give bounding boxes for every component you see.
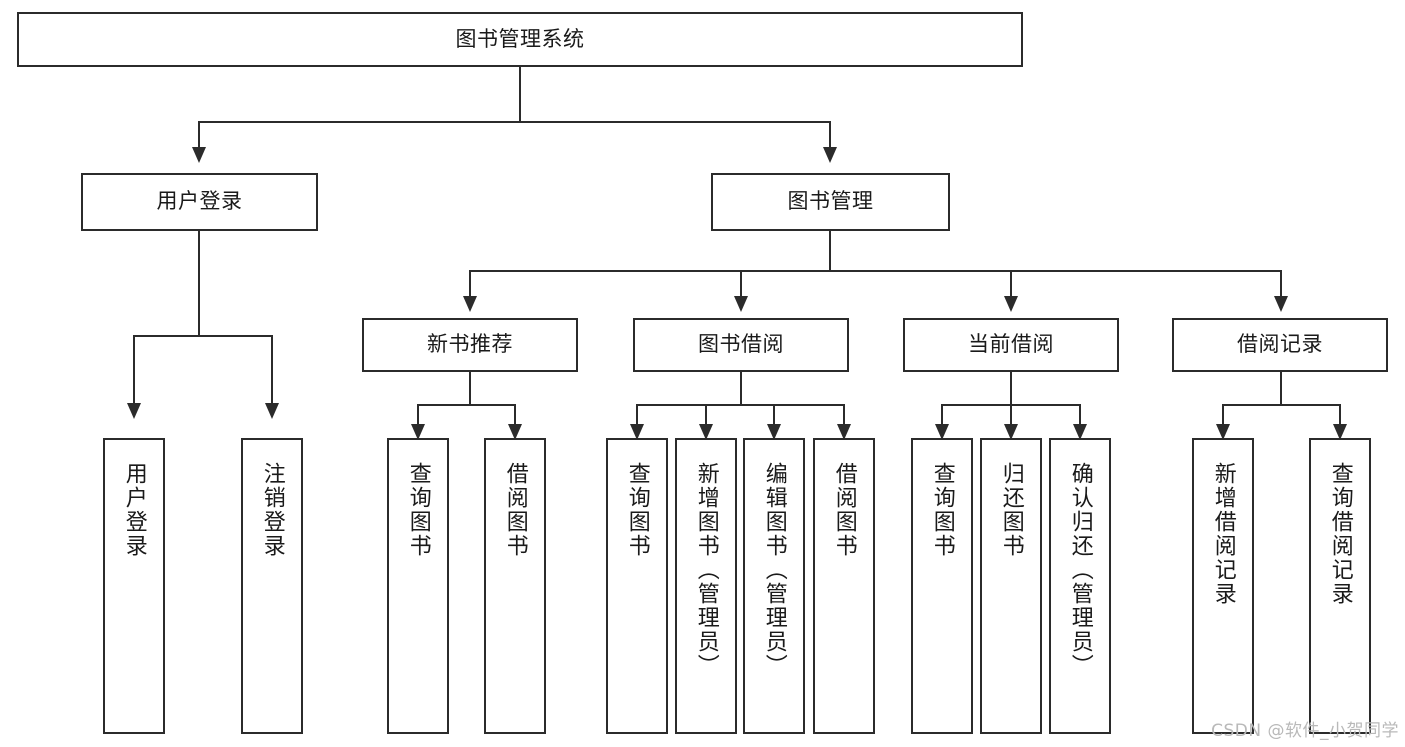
connector-borrow-record-to-leaf-2 (1339, 404, 1341, 424)
arrow-borrow-record-to-leaf-1 (1216, 424, 1230, 440)
arrow-book-borrow-to-leaf-1 (630, 424, 644, 440)
connector-root-to-user-login (198, 121, 200, 147)
connector-root-bar (198, 121, 830, 123)
connector-book-manage-stem (829, 231, 831, 270)
arrow-book-manage-to-borrow-record (1274, 296, 1288, 312)
node-label: 用户登录 (156, 189, 243, 214)
arrow-borrow-record-to-leaf-2 (1333, 424, 1347, 440)
node-label: 图书借阅 (698, 332, 784, 357)
leaf-borrow-book-1[interactable]: 借阅图书 (484, 438, 546, 734)
connector-new-book-to-leaf-2 (514, 404, 516, 424)
connector-current-borrow-to-leaf-1 (941, 404, 943, 424)
node-label: 借阅图书 (502, 462, 528, 558)
arrow-current-borrow-to-leaf-2 (1004, 424, 1018, 440)
leaf-query-book-2[interactable]: 查询图书 (606, 438, 668, 734)
connector-book-manage-to-borrow-record (1280, 270, 1282, 296)
connector-book-borrow-to-leaf-1 (636, 404, 638, 424)
connector-user-login-to-leaf-2 (271, 335, 273, 403)
arrow-book-borrow-to-leaf-3 (767, 424, 781, 440)
connector-book-manage-to-current-borrow (1010, 270, 1012, 296)
leaf-query-book-1[interactable]: 查询图书 (387, 438, 449, 734)
node-label: 用户登录 (121, 462, 147, 558)
connector-book-borrow-stem (740, 372, 742, 404)
node-label: 借阅记录 (1237, 332, 1323, 357)
connector-current-borrow-stem (1010, 372, 1012, 404)
watermark-text: CSDN @软件_小贺同学 (1211, 721, 1399, 741)
node-label: 查询图书 (624, 462, 650, 558)
connector-book-borrow-to-leaf-3 (773, 404, 775, 424)
leaf-borrow-book-2[interactable]: 借阅图书 (813, 438, 875, 734)
arrow-current-borrow-to-leaf-3 (1073, 424, 1087, 440)
leaf-query-record[interactable]: 查询借阅记录 (1309, 438, 1371, 734)
node-label: 注销登录 (259, 462, 285, 558)
connector-user-login-to-leaf-1 (133, 335, 135, 403)
node-label: 图书管理 (787, 189, 874, 214)
connector-borrow-record-to-leaf-1 (1222, 404, 1224, 424)
connector-borrow-record-bar (1222, 404, 1340, 406)
connector-root-to-book-manage (829, 121, 831, 147)
node-current-borrow[interactable]: 当前借阅 (903, 318, 1119, 372)
leaf-user-login[interactable]: 用户登录 (103, 438, 165, 734)
connector-root-stem (519, 67, 521, 121)
arrow-current-borrow-to-leaf-1 (935, 424, 949, 440)
node-label: 查询借阅记录 (1327, 462, 1353, 606)
connector-new-book-bar (417, 404, 515, 406)
node-label: 查询图书 (405, 462, 431, 558)
node-label: 查询图书 (929, 462, 955, 558)
leaf-return-book[interactable]: 归还图书 (980, 438, 1042, 734)
node-label: 新增借阅记录 (1210, 462, 1236, 606)
connector-current-borrow-to-leaf-2 (1010, 404, 1012, 424)
node-book-manage[interactable]: 图书管理 (711, 173, 950, 231)
arrow-book-manage-to-current-borrow (1004, 296, 1018, 312)
arrow-user-login-to-leaf-2 (265, 403, 279, 419)
node-label: 新增图书（管理员） (693, 462, 719, 678)
connector-current-borrow-to-leaf-3 (1079, 404, 1081, 424)
node-label: 当前借阅 (968, 332, 1054, 357)
node-root-book-management-system[interactable]: 图书管理系统 (17, 12, 1023, 67)
leaf-query-book-3[interactable]: 查询图书 (911, 438, 973, 734)
leaf-edit-book[interactable]: 编辑图书（管理员） (743, 438, 805, 734)
arrow-new-book-to-leaf-1 (411, 424, 425, 440)
connector-book-borrow-bar (636, 404, 844, 406)
leaf-add-book[interactable]: 新增图书（管理员） (675, 438, 737, 734)
connector-user-login-stem (198, 231, 200, 335)
leaf-add-record[interactable]: 新增借阅记录 (1192, 438, 1254, 734)
leaf-confirm-return[interactable]: 确认归还（管理员） (1049, 438, 1111, 734)
arrow-book-borrow-to-leaf-2 (699, 424, 713, 440)
arrow-book-borrow-to-leaf-4 (837, 424, 851, 440)
node-new-book-recommend[interactable]: 新书推荐 (362, 318, 578, 372)
connector-book-manage-bar (469, 270, 1280, 272)
leaf-logout[interactable]: 注销登录 (241, 438, 303, 734)
node-book-borrow[interactable]: 图书借阅 (633, 318, 849, 372)
node-borrow-record[interactable]: 借阅记录 (1172, 318, 1388, 372)
node-label: 图书管理系统 (455, 26, 585, 51)
node-user-login[interactable]: 用户登录 (81, 173, 318, 231)
arrow-root-to-book-manage (823, 147, 837, 163)
connector-new-book-to-leaf-1 (417, 404, 419, 424)
arrow-book-manage-to-new-book (463, 296, 477, 312)
node-label: 编辑图书（管理员） (761, 462, 787, 678)
node-label: 借阅图书 (831, 462, 857, 558)
connector-book-manage-to-book-borrow (740, 270, 742, 296)
node-label: 确认归还（管理员） (1067, 462, 1093, 678)
connector-book-manage-to-new-book (469, 270, 471, 296)
node-label: 新书推荐 (427, 332, 513, 357)
connector-borrow-record-stem (1280, 372, 1282, 404)
connector-new-book-stem (469, 372, 471, 404)
arrow-root-to-user-login (192, 147, 206, 163)
arrow-user-login-to-leaf-1 (127, 403, 141, 419)
connector-book-borrow-to-leaf-2 (705, 404, 707, 424)
connector-user-login-bar (133, 335, 273, 337)
connector-book-borrow-to-leaf-4 (843, 404, 845, 424)
node-label: 归还图书 (998, 462, 1024, 558)
arrow-book-manage-to-book-borrow (734, 296, 748, 312)
arrow-new-book-to-leaf-2 (508, 424, 522, 440)
